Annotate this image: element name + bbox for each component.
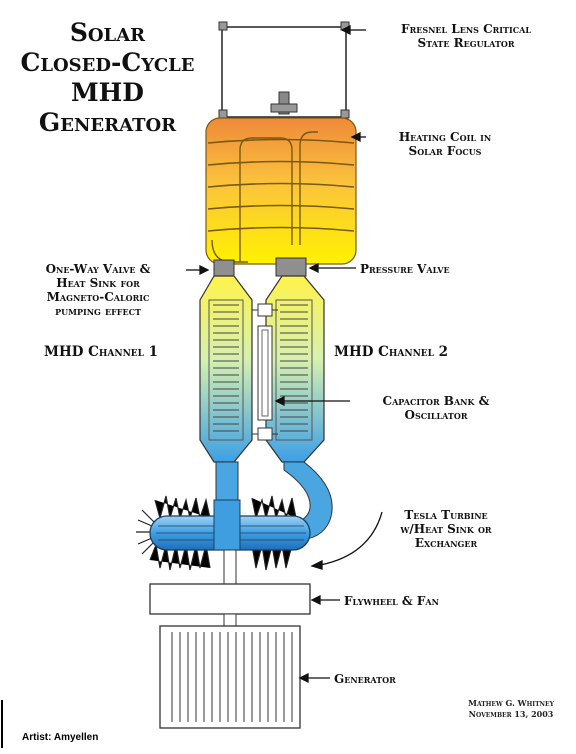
capacitor-bank (252, 303, 278, 441)
label-line: w/Heat Sink or (400, 522, 492, 536)
label-line: pumping effect (55, 304, 141, 318)
label-line: Exchanger (414, 536, 478, 550)
generator-label: Generator (334, 672, 396, 686)
flywheel-fan (149, 583, 311, 615)
title-line: Solar (69, 18, 146, 47)
mhd-channel-2-label: MHD Channel 2 (334, 344, 449, 360)
generator-housing (159, 625, 301, 729)
fresnel-lens-frame (218, 21, 350, 119)
title-line: Closed-Cycle (20, 48, 195, 77)
mhd-channel-1 (199, 275, 253, 463)
pressure-valve (275, 257, 307, 277)
fresnel-lens-label: Fresnel Lens Critical State Regulator (368, 22, 564, 50)
one-way-valve-label: One-Way Valve & Heat Sink for Magneto-Ca… (10, 262, 186, 318)
title-line: MHD (71, 78, 144, 107)
label-line: Oscillator (404, 408, 468, 422)
flywheel-label: Flywheel & Fan (344, 594, 439, 608)
tesla-turbine-label: Tesla Turbine w/Heat Sink or Exchanger (376, 508, 516, 550)
channel-1-downpipe (215, 461, 239, 503)
heating-coil-label: Heating Coil in Solar Focus (370, 130, 520, 158)
one-way-valve (213, 259, 235, 277)
label-line: Capacitor Bank & (382, 394, 490, 408)
turbine-shaft (223, 549, 237, 587)
artist-credit: Artist: Amyellen (22, 732, 99, 743)
signature-line: November 13, 2003 (468, 709, 554, 719)
pressure-valve-label: Pressure Valve (360, 262, 450, 276)
label-line: State Regulator (417, 36, 515, 50)
leader-arrows (186, 24, 383, 684)
label-line: Heat Sink for (56, 276, 140, 290)
label-line: One-Way Valve & (45, 262, 151, 276)
label-line: Fresnel Lens Critical (401, 22, 531, 36)
tesla-turbine (136, 495, 311, 571)
mhd-channel-1-label: MHD Channel 1 (44, 344, 159, 360)
title-line: Generator (38, 108, 177, 137)
label-line: Heating Coil in (398, 130, 492, 144)
heating-coil (205, 117, 357, 265)
diagram-title: Solar Closed-Cycle MHD Generator (20, 18, 195, 138)
author-signature: Mathew G. Whitney November 13, 2003 (456, 698, 566, 720)
label-line: Solar Focus (408, 144, 482, 158)
label-line: Magneto-Caloric (46, 290, 150, 304)
label-line: Tesla Turbine (404, 508, 488, 522)
generator-shaft (223, 613, 237, 627)
capacitor-bank-label: Capacitor Bank & Oscillator (356, 394, 516, 422)
signature-line: Mathew G. Whitney (468, 698, 554, 708)
